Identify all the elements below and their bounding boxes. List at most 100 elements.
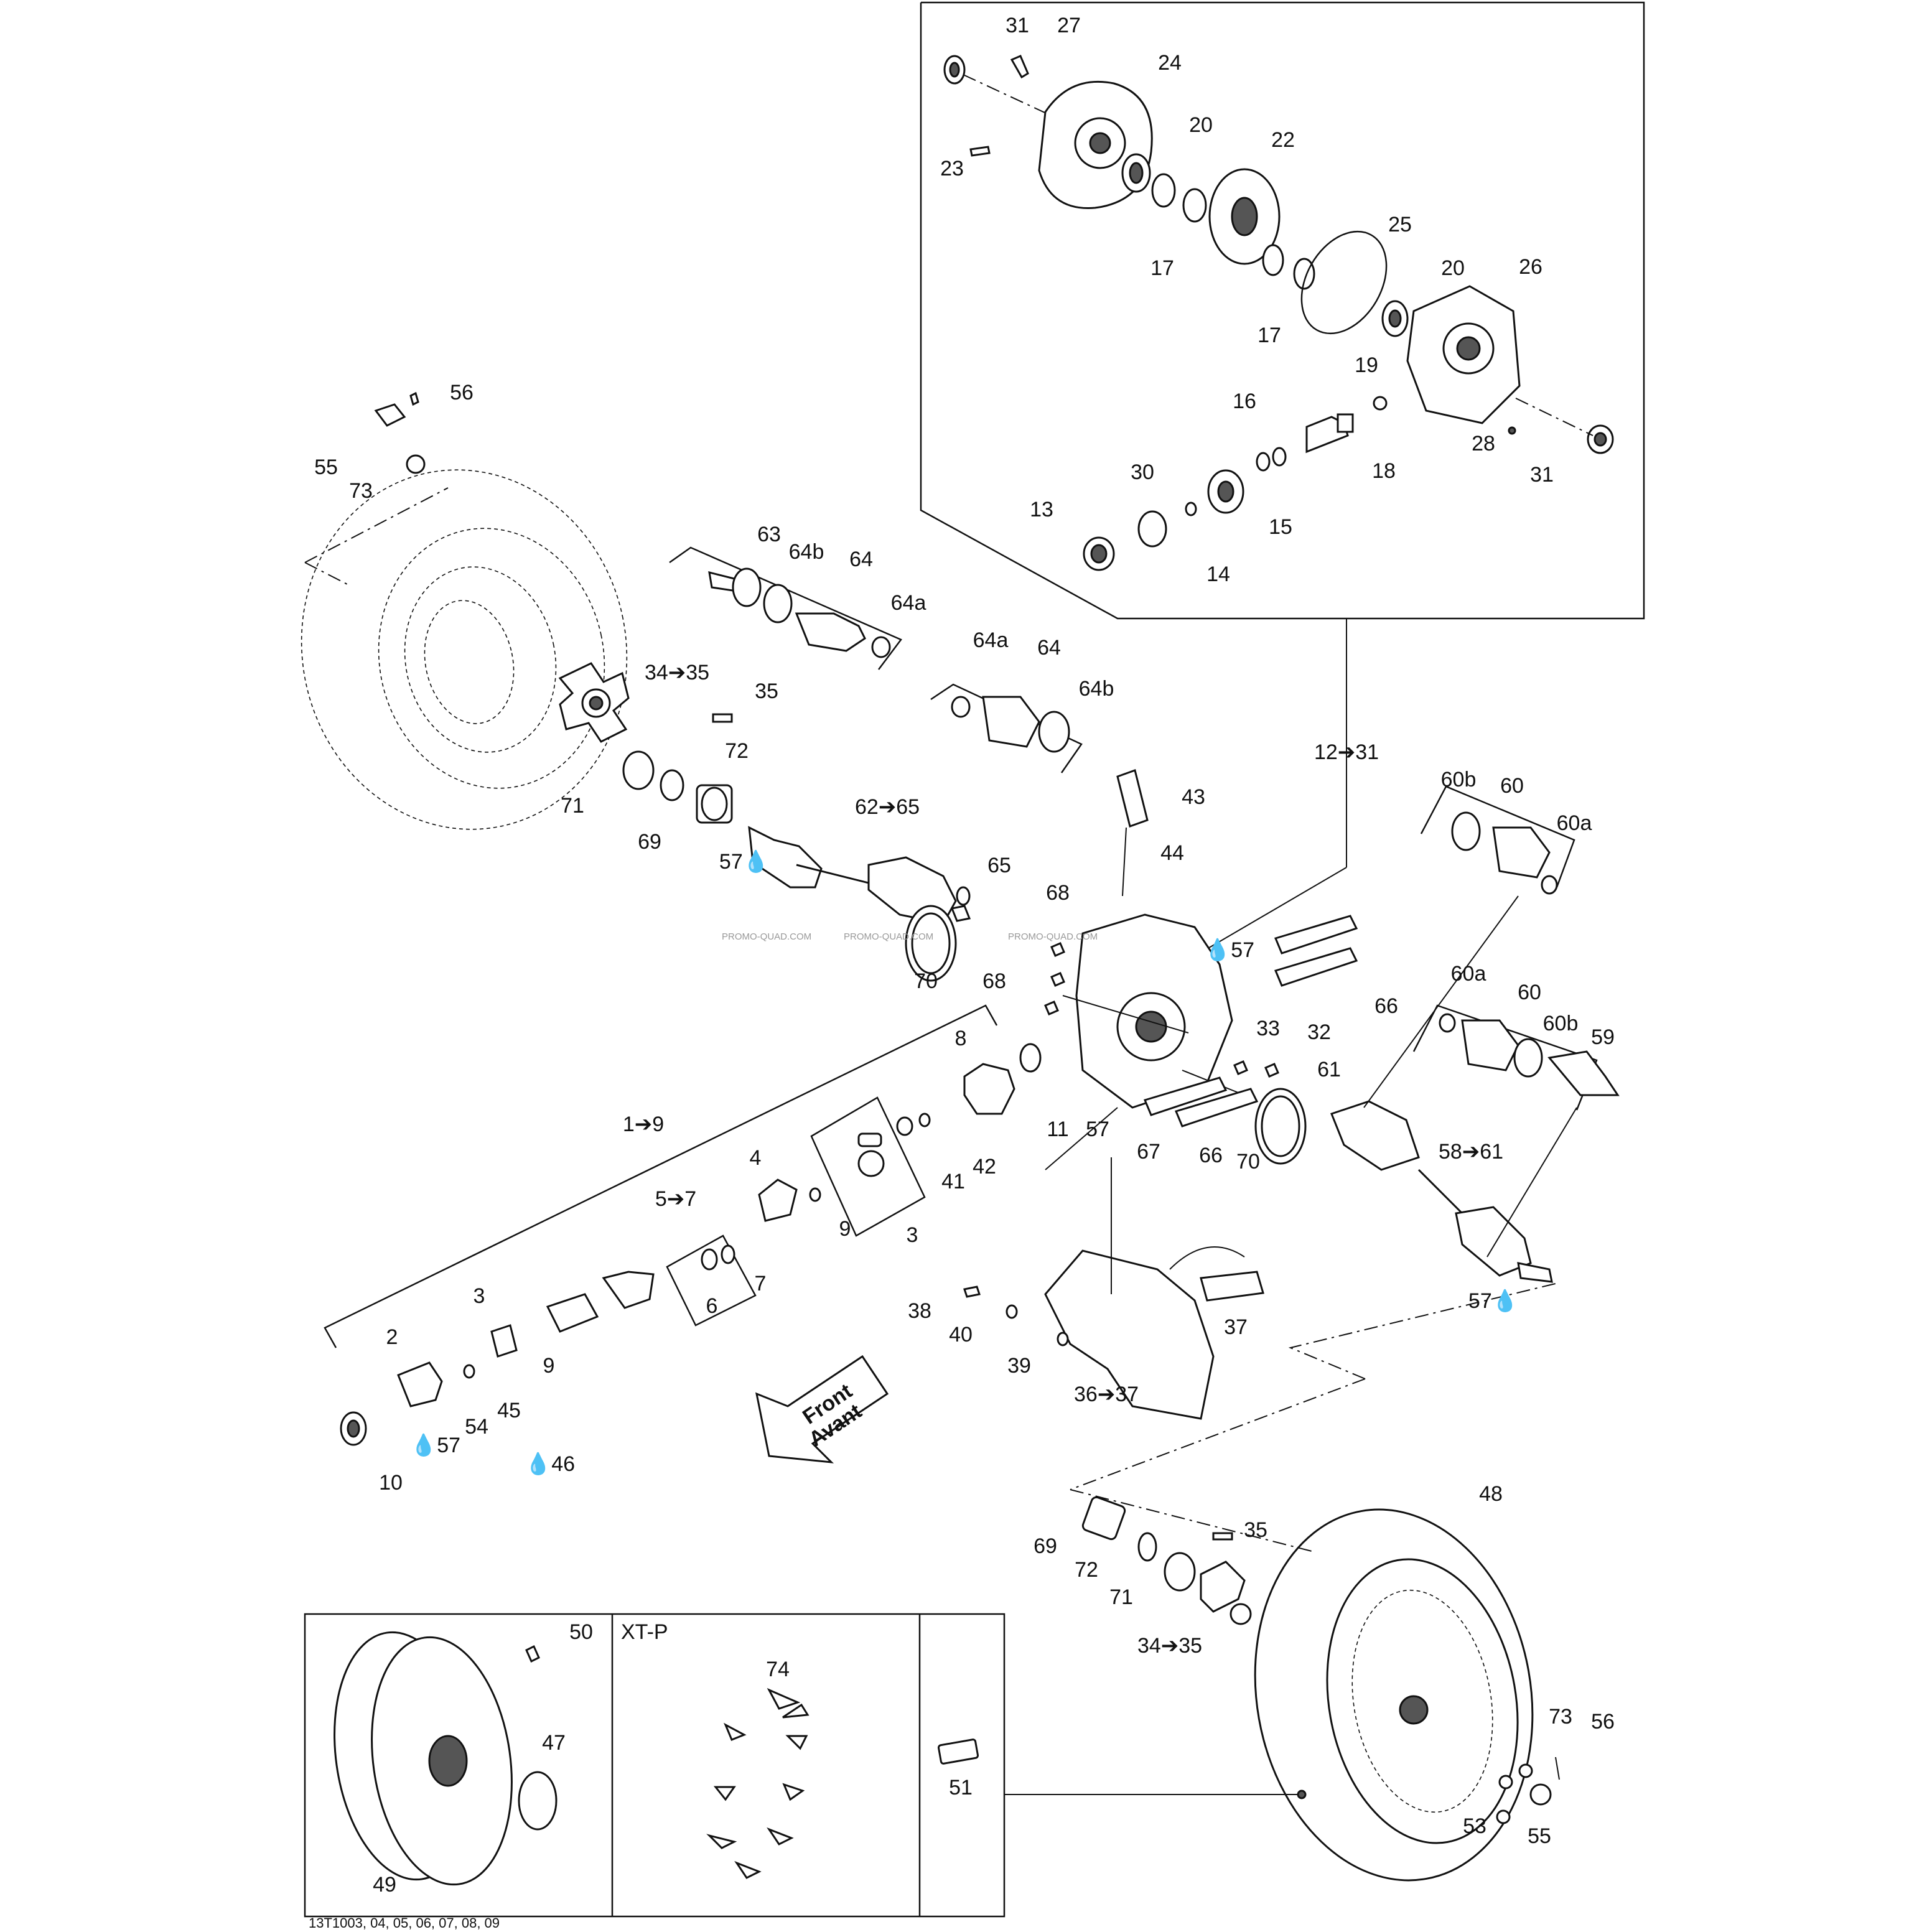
upper-wheel-ghost [301, 391, 628, 830]
callout-c66b: 66 [1199, 1144, 1223, 1167]
callout-c27: 27 [1057, 14, 1081, 37]
watermark-1: PROMO-QUAD.COM [722, 931, 811, 942]
inset-label: XT-P [621, 1620, 668, 1644]
callout-c60a_1: 60a [1557, 811, 1592, 835]
callout-c3637: 36➔37 [1074, 1383, 1139, 1406]
callout-c17b: 17 [1258, 324, 1281, 347]
callout-c50: 50 [569, 1620, 593, 1644]
callout-c35a: 35 [755, 679, 778, 703]
upper-axle [669, 546, 1083, 982]
callout-c3435a: 34➔35 [645, 661, 709, 684]
callout-c64a_1: 64a [891, 591, 926, 615]
callout-c41: 41 [941, 1170, 965, 1193]
callout-c66a: 66 [1374, 994, 1398, 1018]
callout-c59: 59 [1591, 1025, 1615, 1049]
callout-c60_2: 60 [1518, 981, 1541, 1004]
callout-c64a1: 64b [789, 540, 824, 564]
watermark-2: PROMO-QUAD.COM [844, 931, 933, 942]
callout-c68b: 68 [982, 969, 1006, 993]
callout-c38: 38 [908, 1299, 931, 1323]
callout-c5861: 58➔61 [1439, 1140, 1503, 1164]
callout-c51: 51 [949, 1776, 973, 1799]
callout-c19: 19 [1355, 353, 1378, 377]
callout-c1231: 12➔31 [1314, 740, 1379, 764]
callout-c65: 65 [987, 854, 1011, 877]
callout-c70b: 70 [1236, 1150, 1260, 1174]
callout-c57d: 💧57 [411, 1433, 460, 1457]
callout-c31b: 31 [1530, 463, 1554, 487]
callout-c16: 16 [1233, 390, 1256, 413]
callout-c57a: 57💧 [719, 849, 769, 874]
callout-c57c: 57 [1086, 1118, 1109, 1141]
callout-c69b: 69 [1034, 1534, 1057, 1558]
callout-c64b_2: 64b [1079, 677, 1114, 701]
callout-c68a: 68 [1046, 881, 1070, 905]
callout-c53: 53 [1463, 1814, 1486, 1838]
callout-c40: 40 [949, 1323, 973, 1346]
callout-c63: 63 [757, 523, 781, 546]
front-arrow: Front Avant [755, 1355, 889, 1463]
lower-wheel [1070, 1489, 1560, 1882]
callout-c2: 2 [386, 1325, 398, 1349]
callout-c70a: 70 [914, 969, 938, 993]
callout-c9a: 9 [839, 1217, 851, 1241]
callout-c3a: 3 [907, 1223, 918, 1247]
upper-hub [558, 662, 733, 824]
callout-c30: 30 [1131, 460, 1154, 484]
bottom-inset: XT-P [304, 1613, 1307, 1918]
callout-c8: 8 [955, 1027, 967, 1050]
callout-c13: 13 [1030, 498, 1053, 521]
callout-c48: 48 [1479, 1482, 1503, 1506]
callout-c57: 5➔7 [655, 1187, 696, 1211]
callout-c44: 44 [1160, 841, 1184, 865]
callout-c42: 42 [973, 1155, 996, 1178]
callout-c3435b: 34➔35 [1137, 1634, 1202, 1658]
callout-c54: 54 [465, 1415, 488, 1439]
callout-c60b_1: 60b [1441, 768, 1477, 791]
callout-c72a: 72 [725, 739, 749, 763]
callout-c18: 18 [1372, 459, 1396, 483]
callout-c45: 45 [497, 1399, 521, 1422]
callout-c43: 43 [1182, 785, 1205, 809]
callout-c55a: 55 [314, 455, 338, 479]
callout-c33: 33 [1256, 1017, 1280, 1040]
callout-c60a_2: 60a [1451, 962, 1486, 986]
callout-c64a_2: 64a [973, 628, 1009, 652]
watermark-3: PROMO-QUAD.COM [1008, 931, 1098, 942]
callout-c57e: 57💧 [1468, 1289, 1518, 1313]
callout-c47: 47 [542, 1731, 566, 1755]
footer-code: 13T1003, 04, 05, 06, 07, 08, 09 [309, 1915, 500, 1931]
callout-c56b: 56 [1591, 1710, 1615, 1734]
callout-c35b: 35 [1244, 1518, 1267, 1542]
callout-c57b: 💧57 [1205, 938, 1254, 962]
callout-c6: 6 [706, 1294, 718, 1318]
callout-c64_2: 64 [1037, 636, 1061, 660]
callout-c49: 49 [373, 1873, 396, 1897]
center-housing [1019, 769, 1358, 1170]
callout-c56a: 56 [450, 381, 474, 404]
callout-c11: 11 [1047, 1118, 1068, 1141]
callout-c31a: 31 [1006, 14, 1029, 37]
callout-c73b: 73 [1549, 1705, 1572, 1729]
callout-c60_1: 60 [1500, 774, 1524, 798]
callout-c3b: 3 [474, 1284, 485, 1308]
callout-c72b: 72 [1075, 1558, 1098, 1582]
callout-c71b: 71 [1109, 1585, 1133, 1609]
callout-c37: 37 [1224, 1315, 1248, 1339]
callout-c64_1: 64 [849, 548, 873, 571]
callout-c73a: 73 [349, 479, 373, 503]
callout-c22: 22 [1271, 128, 1295, 152]
callout-c20a: 20 [1189, 113, 1213, 137]
right-axle [1330, 785, 1620, 1283]
callout-c46: 💧46 [525, 1452, 575, 1476]
callout-c10: 10 [379, 1471, 403, 1495]
callout-c74: 74 [766, 1658, 790, 1681]
callout-c17a: 17 [1150, 256, 1174, 280]
callout-c32: 32 [1307, 1020, 1331, 1044]
callout-c19b: 1➔9 [623, 1113, 664, 1136]
callout-c61: 61 [1317, 1058, 1341, 1081]
differential-parts [943, 55, 1614, 571]
drive-shaft [324, 1004, 1015, 1446]
